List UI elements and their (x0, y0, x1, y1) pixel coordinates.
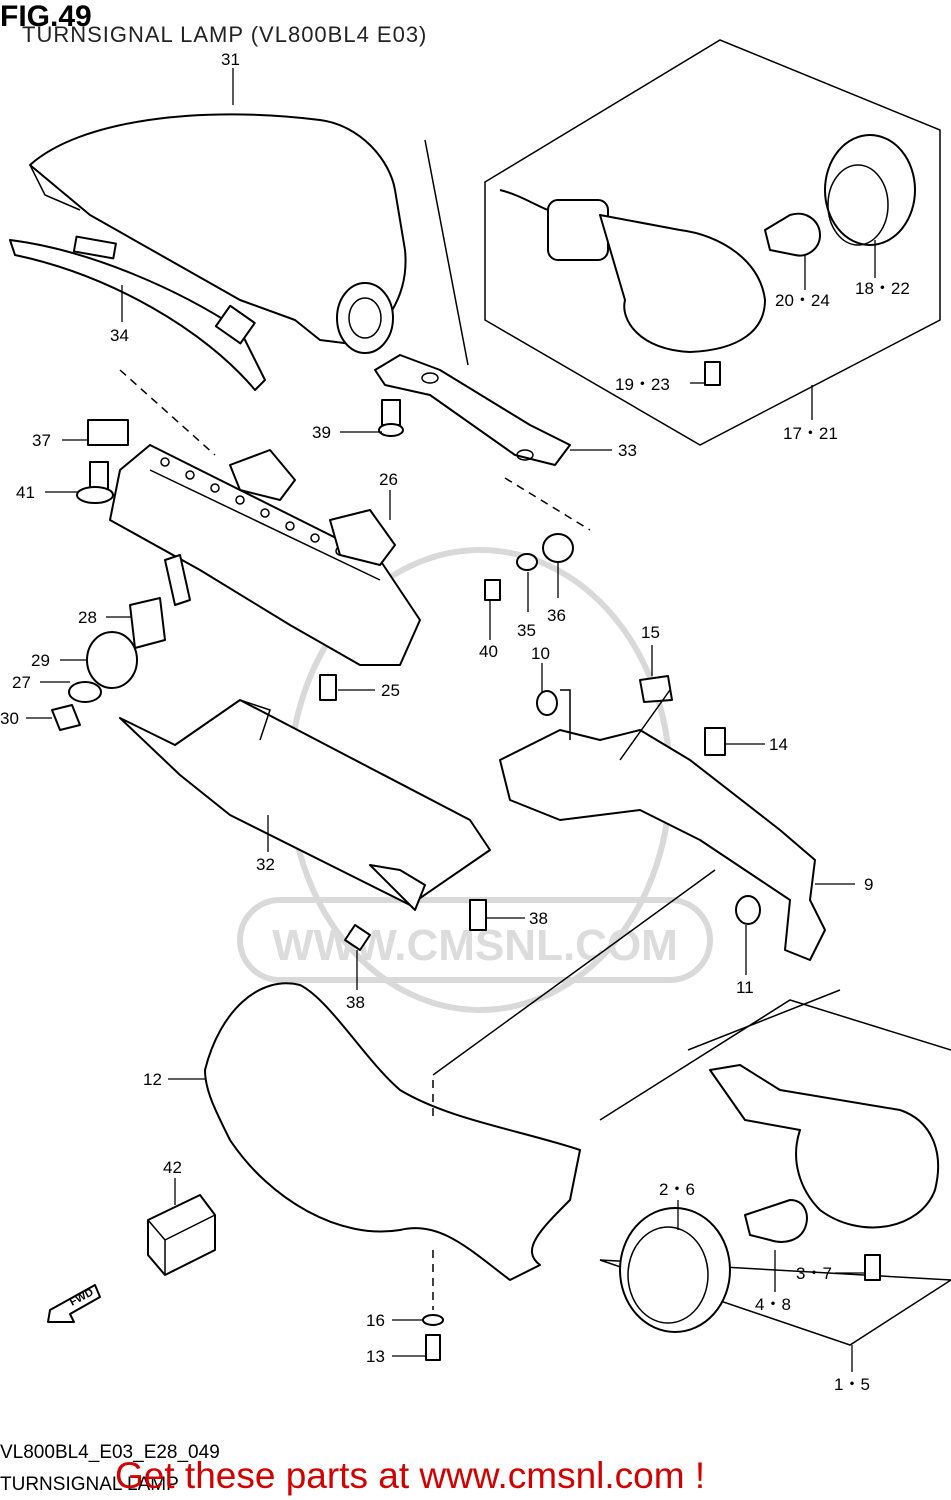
callout-34: 34 (110, 326, 129, 345)
callout-25: 25 (381, 681, 400, 700)
callout-41: 41 (16, 483, 35, 502)
figure-title: FIG.49 (0, 0, 92, 33)
leader-lines (26, 68, 876, 1372)
part-42-relay (147, 1194, 216, 1276)
callout-26: 26 (379, 470, 398, 489)
callout-15: 15 (641, 623, 660, 642)
callout-28: 28 (78, 608, 97, 627)
figure-subtitle: TURNSIGNAL LAMP (VL800BL4 E03) (22, 22, 428, 47)
callout-12: 12 (143, 1070, 162, 1089)
callout-32: 32 (256, 855, 275, 874)
promo-link[interactable]: Get these parts at www.cmsnl.com ! (115, 1455, 706, 1496)
callout-38-lower: 38 (346, 993, 365, 1012)
callout-38-right: 38 (529, 909, 548, 928)
part-31-housing (29, 113, 407, 354)
callout-40: 40 (479, 642, 498, 661)
callout-16: 16 (366, 1311, 385, 1330)
callout-33: 33 (618, 441, 637, 460)
figure-code: VL800BL4_E03_E28_049 (0, 1442, 220, 1463)
callout-27: 27 (12, 673, 31, 692)
callout-4-8: 4・8 (755, 1295, 791, 1314)
callout-3-7: 3・7 (796, 1264, 832, 1283)
part-12-cover (204, 869, 716, 1361)
part-1-5-lamp-assembly (599, 989, 951, 1346)
callout-14: 14 (769, 735, 788, 754)
part-9-bracket (499, 689, 826, 961)
callout-17-21: 17・21 (783, 424, 838, 443)
callout-1-5: 1・5 (834, 1375, 870, 1394)
part-main-frame-bracket (109, 369, 421, 666)
callout-31: 31 (221, 50, 240, 69)
callout-36: 36 (547, 606, 566, 625)
callout-11: 11 (736, 978, 754, 997)
callout-42: 42 (163, 1158, 182, 1177)
part-34-strip (9, 235, 266, 391)
callout-18-22: 18・22 (855, 279, 910, 298)
part-32-plate (119, 699, 491, 951)
callout-39: 39 (312, 423, 331, 442)
callout-30: 30 (0, 709, 19, 728)
callout-9: 9 (864, 875, 873, 894)
callout-29: 29 (31, 651, 50, 670)
callout-10: 10 (531, 644, 550, 663)
callout-13: 13 (366, 1347, 385, 1366)
callout-37: 37 (32, 431, 51, 450)
callout-labels: 31 34 20・24 18・22 19・23 17・21 37 39 33 4… (0, 50, 910, 1394)
hardware-small-parts (51, 399, 726, 756)
callout-20-24: 20・24 (775, 291, 830, 310)
callout-2-6: 2・6 (659, 1180, 695, 1199)
figure-name: TURNSIGNAL LAMP (0, 1474, 179, 1495)
part-33-bracket (374, 354, 591, 531)
callout-35: 35 (517, 621, 536, 640)
fwd-arrow-icon: FWD (47, 1284, 101, 1323)
part-17-21-lamp-assembly (424, 39, 941, 446)
callout-19-23: 19・23 (615, 375, 670, 394)
